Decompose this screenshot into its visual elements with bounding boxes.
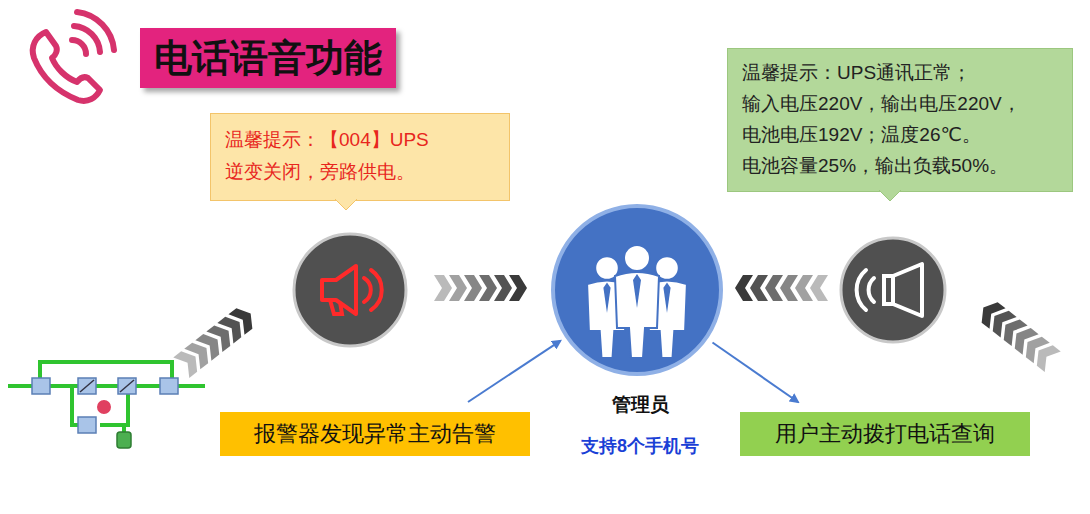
query-band: 用户主动拨打电话查询 — [740, 412, 1030, 456]
title-text: 电话语音功能 — [154, 33, 382, 84]
chevron — [795, 275, 813, 301]
node-text: 报警器发现异常主动告警 — [254, 419, 496, 449]
node-text: 温馨提示：UPS通讯正常； 输入电压220V，输出电压220V， 电池电压192… — [742, 57, 1058, 181]
person-head — [624, 245, 650, 271]
title-banner: 电话语音功能 — [140, 28, 396, 88]
chevron — [494, 275, 512, 301]
ups-schematic — [8, 362, 205, 448]
leader-arrow — [468, 341, 560, 402]
query-speaker — [841, 238, 945, 342]
chevron — [810, 275, 828, 301]
chevron — [464, 275, 482, 301]
chevron — [228, 303, 258, 335]
callout-tail — [879, 190, 901, 202]
node-subtext: 支持8个手机号 — [515, 434, 765, 458]
chevron — [750, 275, 768, 301]
callout-tail — [335, 199, 357, 211]
node-text: 温馨提示：【004】UPS 逆变关闭，旁路供电。 — [225, 124, 495, 188]
chevron — [780, 275, 798, 301]
chevron — [735, 275, 753, 301]
people-icon — [555, 208, 719, 372]
person-tie — [603, 282, 610, 313]
chevron — [449, 275, 467, 301]
person-body — [615, 272, 659, 358]
tail-shape — [335, 199, 357, 210]
leader-arrow — [713, 343, 799, 403]
alarm-speaker — [294, 234, 406, 346]
chevron — [975, 297, 1005, 329]
chevron — [509, 275, 527, 301]
tail-cover — [880, 190, 900, 191]
person-tie — [633, 274, 641, 308]
tail-cover — [336, 199, 356, 200]
alarm-band: 报警器发现异常主动告警 — [220, 412, 530, 456]
chevron — [434, 275, 452, 301]
node-text: 用户主动拨打电话查询 — [775, 419, 995, 449]
status-callout: 温馨提示：UPS通讯正常； 输入电压220V，输出电压220V， 电池电压192… — [727, 48, 1073, 192]
node-text: 管理员 — [515, 392, 765, 418]
tail-shape — [879, 190, 901, 201]
chevron — [765, 275, 783, 301]
phone-icon — [33, 12, 114, 101]
admin-circle: 管理员支持8个手机号 — [551, 204, 723, 376]
alarm-callout: 温馨提示：【004】UPS 逆变关闭，旁路供电。 — [210, 113, 510, 201]
chevron — [479, 275, 497, 301]
person-tie — [663, 282, 670, 313]
